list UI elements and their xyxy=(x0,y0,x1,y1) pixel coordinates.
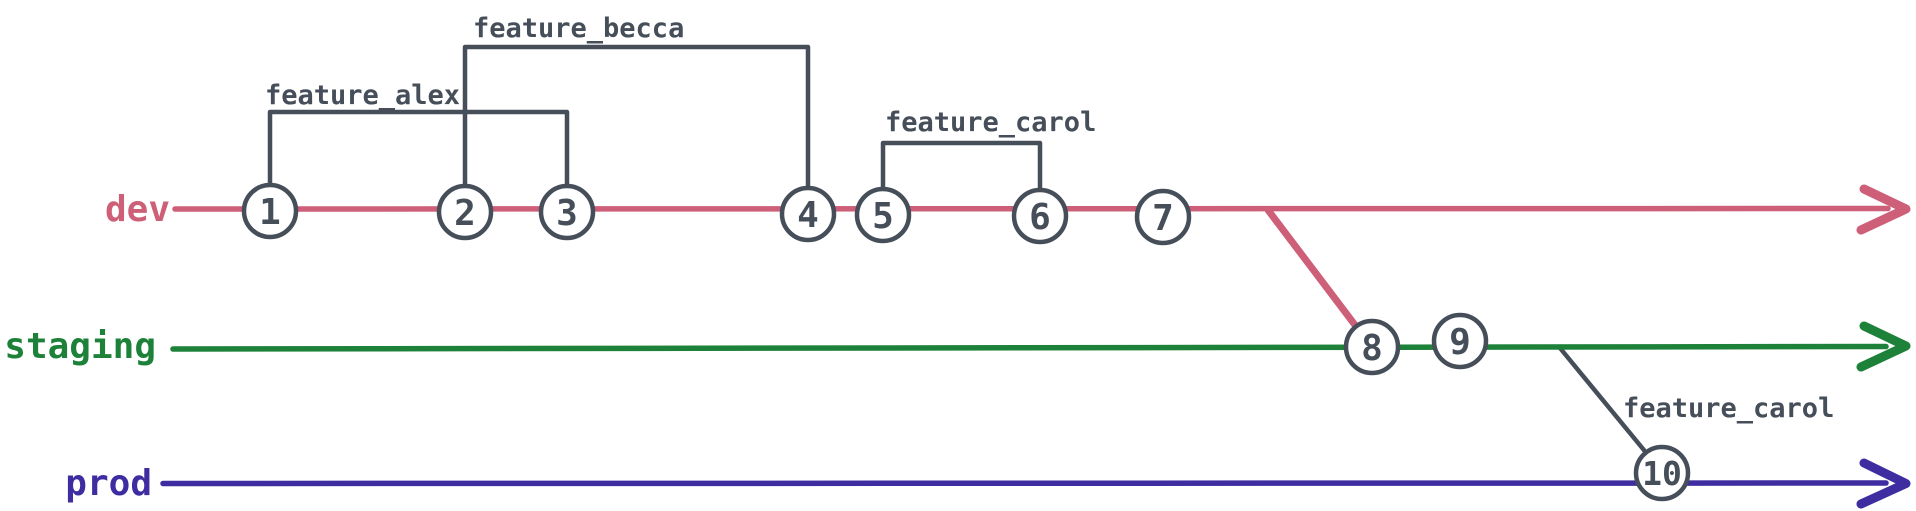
commit-number-3: 3 xyxy=(556,193,578,234)
commit-node-9 xyxy=(1431,312,1489,370)
commit-node-7 xyxy=(1134,188,1192,246)
commit-number-8: 8 xyxy=(1361,328,1383,369)
commit-number-7: 7 xyxy=(1152,198,1174,239)
commit-number-9: 9 xyxy=(1449,322,1471,363)
feature-alex-label: feature_alex xyxy=(265,80,460,111)
branch-label-dev: dev xyxy=(105,189,170,230)
commit-number-10: 10 xyxy=(1642,454,1682,493)
commit-node-10 xyxy=(1633,444,1691,502)
prod-branch-line xyxy=(160,480,1889,487)
commit-node-6 xyxy=(1011,187,1069,245)
commit-node-1 xyxy=(241,182,299,240)
feature-alex-bracket xyxy=(267,109,570,190)
dev-arrowhead-icon xyxy=(1856,184,1911,235)
feature-carol-bracket xyxy=(880,140,1043,194)
commit-number-1: 1 xyxy=(259,192,281,233)
feature-becca-bracket xyxy=(462,44,811,192)
commit-node-4 xyxy=(779,185,837,243)
commit-number-6: 6 xyxy=(1029,197,1051,238)
commit-number-5: 5 xyxy=(872,196,894,237)
staging-to-prod-merge-line xyxy=(1557,345,1651,458)
staging-branch-line xyxy=(170,343,1889,352)
feature-becca-label: feature_becca xyxy=(473,13,684,44)
feature-carol-label: feature_carol xyxy=(885,107,1096,138)
feature-carol-prod-label: feature_carol xyxy=(1623,393,1834,424)
prod-arrowhead-icon xyxy=(1856,458,1911,509)
dev-to-staging-merge-line xyxy=(1264,206,1362,333)
commit-node-5 xyxy=(854,186,912,244)
branch-label-staging: staging xyxy=(4,326,156,367)
commit-node-8 xyxy=(1343,318,1401,376)
commit-node-2 xyxy=(436,183,494,241)
commit-number-4: 4 xyxy=(797,195,819,236)
branch-label-prod: prod xyxy=(65,463,152,504)
staging-arrowhead-icon xyxy=(1856,321,1911,372)
commit-node-3 xyxy=(538,183,596,241)
commit-number-2: 2 xyxy=(454,193,476,234)
